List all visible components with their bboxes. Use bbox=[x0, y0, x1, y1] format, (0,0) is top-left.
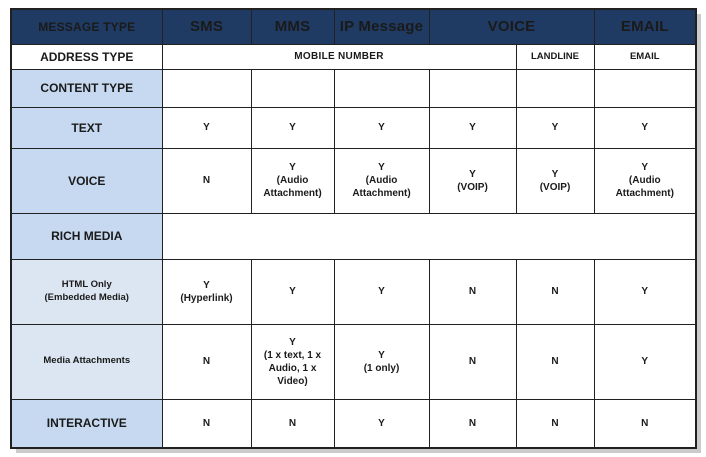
media-attachments-row: Media Attachments N Y (1 x text, 1 x Aud… bbox=[10, 323, 697, 400]
header-ip-message: IP Message bbox=[333, 8, 430, 45]
cell-voice-voice-2: Y (VOIP) bbox=[515, 147, 595, 214]
cell-text-mms: Y bbox=[250, 106, 335, 149]
cell-media-mms: Y (1 x text, 1 x Audio, 1 x Video) bbox=[250, 323, 335, 400]
cell-voice-voice-1: Y (VOIP) bbox=[428, 147, 517, 214]
header-email: EMAIL bbox=[593, 8, 697, 45]
cell-interactive-ip: Y bbox=[333, 398, 430, 449]
row-label-voice: VOICE bbox=[10, 147, 163, 214]
cell-html-voice-2: N bbox=[515, 258, 595, 325]
rich-media-row: RICH MEDIA bbox=[10, 212, 697, 260]
cell-content-sms bbox=[161, 68, 252, 108]
cell-media-sms: N bbox=[161, 323, 252, 400]
cell-address-mobile-number: MOBILE NUMBER bbox=[161, 43, 517, 70]
header-sms: SMS bbox=[161, 8, 252, 45]
cell-html-voice-1: N bbox=[428, 258, 517, 325]
cell-media-email: Y bbox=[593, 323, 697, 400]
cell-html-ip: Y bbox=[333, 258, 430, 325]
cell-voice-ip: Y (Audio Attachment) bbox=[333, 147, 430, 214]
cell-html-email: Y bbox=[593, 258, 697, 325]
row-label-content-type: CONTENT TYPE bbox=[10, 68, 163, 108]
cell-text-sms: Y bbox=[161, 106, 252, 149]
cell-content-voice-1 bbox=[428, 68, 517, 108]
cell-content-email bbox=[593, 68, 697, 108]
cell-content-voice-2 bbox=[515, 68, 595, 108]
cell-interactive-sms: N bbox=[161, 398, 252, 449]
cell-rich-media-span bbox=[161, 212, 697, 260]
header-row: MESSAGE TYPE SMS MMS IP Message VOICE EM… bbox=[10, 8, 697, 45]
cell-media-ip: Y (1 only) bbox=[333, 323, 430, 400]
cell-interactive-email: N bbox=[593, 398, 697, 449]
cell-address-landline: LANDLINE bbox=[515, 43, 595, 70]
cell-html-mms: Y bbox=[250, 258, 335, 325]
cell-content-ip bbox=[333, 68, 430, 108]
row-label-interactive: INTERACTIVE bbox=[10, 398, 163, 449]
header-voice: VOICE bbox=[428, 8, 595, 45]
row-label-html-only: HTML Only (Embedded Media) bbox=[10, 258, 163, 325]
cell-text-voice-1: Y bbox=[428, 106, 517, 149]
cell-voice-mms: Y (Audio Attachment) bbox=[250, 147, 335, 214]
cell-media-voice-1: N bbox=[428, 323, 517, 400]
html-only-row: HTML Only (Embedded Media) Y (Hyperlink)… bbox=[10, 258, 697, 325]
cell-voice-sms: N bbox=[161, 147, 252, 214]
cell-text-ip: Y bbox=[333, 106, 430, 149]
row-label-text: TEXT bbox=[10, 106, 163, 149]
interactive-row: INTERACTIVE N N Y N N N bbox=[10, 398, 697, 449]
cell-text-email: Y bbox=[593, 106, 697, 149]
header-message-type: MESSAGE TYPE bbox=[10, 8, 163, 45]
text-row: TEXT Y Y Y Y Y Y bbox=[10, 106, 697, 149]
row-label-rich-media: RICH MEDIA bbox=[10, 212, 163, 260]
address-type-row: ADDRESS TYPE MOBILE NUMBER LANDLINE EMAI… bbox=[10, 43, 697, 70]
header-mms: MMS bbox=[250, 8, 335, 45]
cell-html-sms: Y (Hyperlink) bbox=[161, 258, 252, 325]
message-capability-table: MESSAGE TYPE SMS MMS IP Message VOICE EM… bbox=[10, 8, 697, 449]
row-label-media-attachments: Media Attachments bbox=[10, 323, 163, 400]
cell-text-voice-2: Y bbox=[515, 106, 595, 149]
content-type-row: CONTENT TYPE bbox=[10, 68, 697, 108]
cell-voice-email: Y (Audio Attachment) bbox=[593, 147, 697, 214]
cell-media-voice-2: N bbox=[515, 323, 595, 400]
row-label-address-type: ADDRESS TYPE bbox=[10, 43, 163, 70]
cell-address-email: EMAIL bbox=[593, 43, 697, 70]
cell-interactive-voice-1: N bbox=[428, 398, 517, 449]
cell-content-mms bbox=[250, 68, 335, 108]
cell-interactive-voice-2: N bbox=[515, 398, 595, 449]
cell-interactive-mms: N bbox=[250, 398, 335, 449]
voice-row: VOICE N Y (Audio Attachment) Y (Audio At… bbox=[10, 147, 697, 214]
